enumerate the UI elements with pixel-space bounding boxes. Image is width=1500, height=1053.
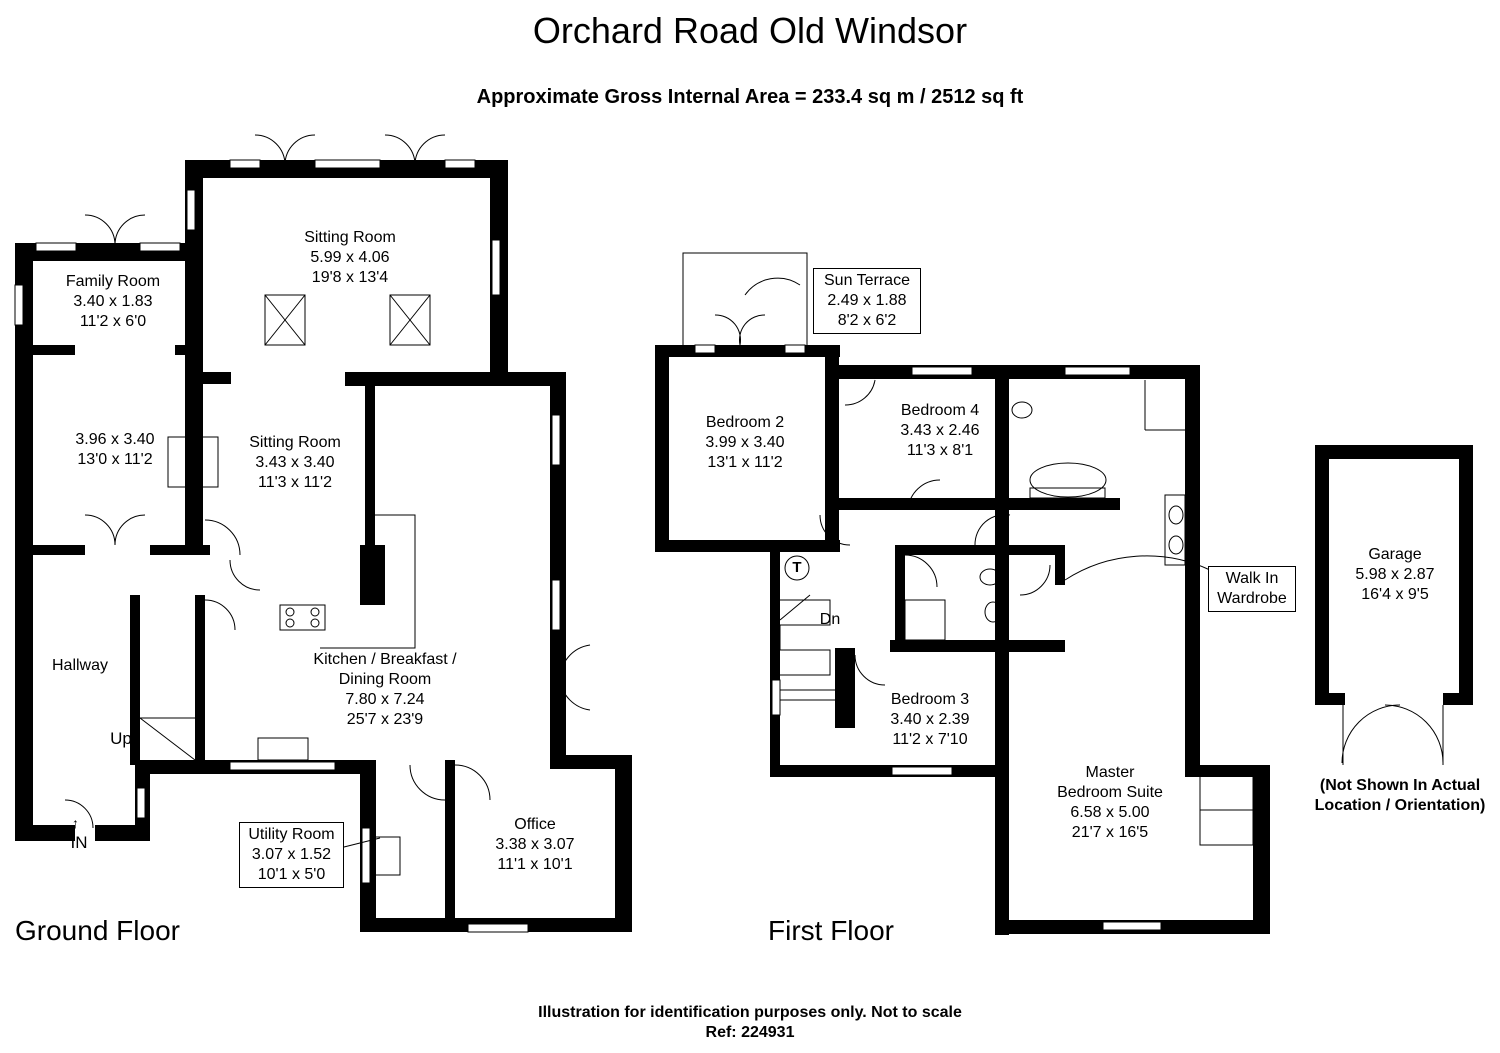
room-unnamed: 3.96 x 3.40 13'0 x 11'2 [50, 430, 180, 470]
room-metric: 3.40 x 2.39 [890, 711, 970, 728]
room-name: Sitting Room [249, 434, 341, 451]
room-name-line2: Bedroom Suite [1057, 784, 1163, 801]
tank-marker: T [792, 559, 802, 576]
room-name: Office [514, 816, 556, 833]
room-imperial: 11'3 x 8'1 [906, 442, 974, 459]
room-imperial: 10'1 x 5'0 [257, 866, 326, 883]
plan-title: Orchard Road Old Windsor [532, 10, 968, 51]
room-metric: 3.43 x 3.40 [255, 454, 335, 471]
room-imperial: 11'1 x 10'1 [497, 856, 573, 873]
gross-area-subtitle: Approximate Gross Internal Area = 233.4 … [476, 86, 1024, 108]
room-name: Hallway [51, 657, 108, 674]
label-line1: Walk In [1225, 570, 1279, 587]
room-bedroom-2: Bedroom 2 3.99 x 3.40 13'1 x 11'2 [680, 413, 810, 473]
room-metric: 3.99 x 3.40 [705, 434, 785, 451]
room-imperial: 21'7 x 16'5 [1071, 824, 1149, 841]
room-garage: Garage 5.98 x 2.87 16'4 x 9'5 [1330, 545, 1460, 605]
room-name: Bedroom 3 [890, 691, 970, 708]
room-imperial: 13'1 x 11'2 [707, 454, 783, 471]
room-name-line2: Dining Room [338, 671, 432, 688]
room-sun-terrace: Sun Terrace 2.49 x 1.88 8'2 x 6'2 [813, 268, 921, 334]
room-metric: 3.96 x 3.40 [75, 431, 155, 448]
room-kitchen: Kitchen / Breakfast / Dining Room 7.80 x… [295, 650, 475, 730]
room-sitting-room-second: Sitting Room 3.43 x 3.40 11'3 x 11'2 [230, 433, 360, 493]
room-walk-in-wardrobe: Walk In Wardrobe [1208, 566, 1296, 612]
room-imperial: 25'7 x 23'9 [346, 711, 424, 728]
room-family-room: Family Room 3.40 x 1.83 11'2 x 6'0 [48, 272, 178, 332]
note-line1: (Not Shown In Actual [1319, 777, 1481, 794]
ground-floor-windows [14, 159, 561, 933]
room-bedroom-3: Bedroom 3 3.40 x 2.39 11'2 x 7'10 [865, 690, 995, 750]
room-metric: 3.07 x 1.52 [251, 846, 332, 863]
garage-location-note: (Not Shown In Actual Location / Orientat… [1305, 776, 1495, 816]
room-metric: 3.43 x 2.46 [900, 422, 980, 439]
disclaimer-text: Illustration for identification purposes… [538, 1004, 962, 1021]
label-line2: Wardrobe [1217, 590, 1287, 607]
room-imperial: 11'2 x 7'10 [892, 731, 968, 748]
room-imperial: 11'3 x 11'2 [257, 474, 332, 491]
room-metric: 2.49 x 1.88 [827, 292, 907, 309]
room-metric: 5.99 x 4.06 [310, 249, 390, 266]
entrance-arrow-icon: ↑ [72, 815, 79, 831]
room-master-bedroom-suite: Master Bedroom Suite 6.58 x 5.00 21'7 x … [1035, 763, 1185, 843]
room-metric: 5.98 x 2.87 [1355, 566, 1435, 583]
room-bedroom-4: Bedroom 4 3.43 x 2.46 11'3 x 8'1 [875, 401, 1005, 461]
ground-floor-walls [15, 160, 632, 932]
reference-text: Ref: 224931 [705, 1024, 795, 1041]
room-sitting-room-main: Sitting Room 5.99 x 4.06 19'8 x 13'4 [270, 228, 430, 288]
room-utility-room: Utility Room 3.07 x 1.52 10'1 x 5'0 [239, 822, 344, 888]
room-metric: 3.40 x 1.83 [73, 293, 153, 310]
first-floor-walls [655, 345, 1473, 935]
room-metric: 3.38 x 3.07 [495, 836, 575, 853]
entrance-marker: IN [70, 833, 88, 852]
room-name: Bedroom 2 [705, 414, 785, 431]
ground-floor-label: Ground Floor [15, 915, 180, 946]
ground-floor-fixtures [64, 134, 591, 876]
room-name: Sitting Room [304, 229, 396, 246]
room-name: Sun Terrace [824, 272, 910, 289]
room-imperial: 16'4 x 9'5 [1361, 586, 1429, 603]
room-imperial: 8'2 x 6'2 [837, 312, 897, 329]
room-name-line1: Kitchen / Breakfast / [313, 651, 457, 668]
room-name: Utility Room [248, 826, 335, 843]
room-name: Bedroom 4 [900, 402, 980, 419]
note-line2: Location / Orientation) [1314, 797, 1486, 814]
first-floor-windows [694, 344, 1162, 931]
stairs-down-marker: Dn [819, 611, 841, 628]
first-floor-fixtures [339, 252, 1444, 849]
room-name: Garage [1368, 546, 1422, 563]
room-imperial: 11'2 x 6'0 [79, 313, 147, 330]
room-name-line1: Master [1085, 764, 1135, 781]
first-floor-label: First Floor [768, 915, 894, 946]
room-imperial: 13'0 x 11'2 [77, 451, 153, 468]
room-hallway: Hallway [40, 656, 120, 676]
room-metric: 6.58 x 5.00 [1070, 804, 1150, 821]
room-metric: 7.80 x 7.24 [345, 691, 425, 708]
room-imperial: 19'8 x 13'4 [311, 269, 389, 286]
room-name: Family Room [65, 273, 161, 290]
stairs-up-marker: Up [110, 729, 132, 748]
room-office: Office 3.38 x 3.07 11'1 x 10'1 [475, 815, 595, 875]
